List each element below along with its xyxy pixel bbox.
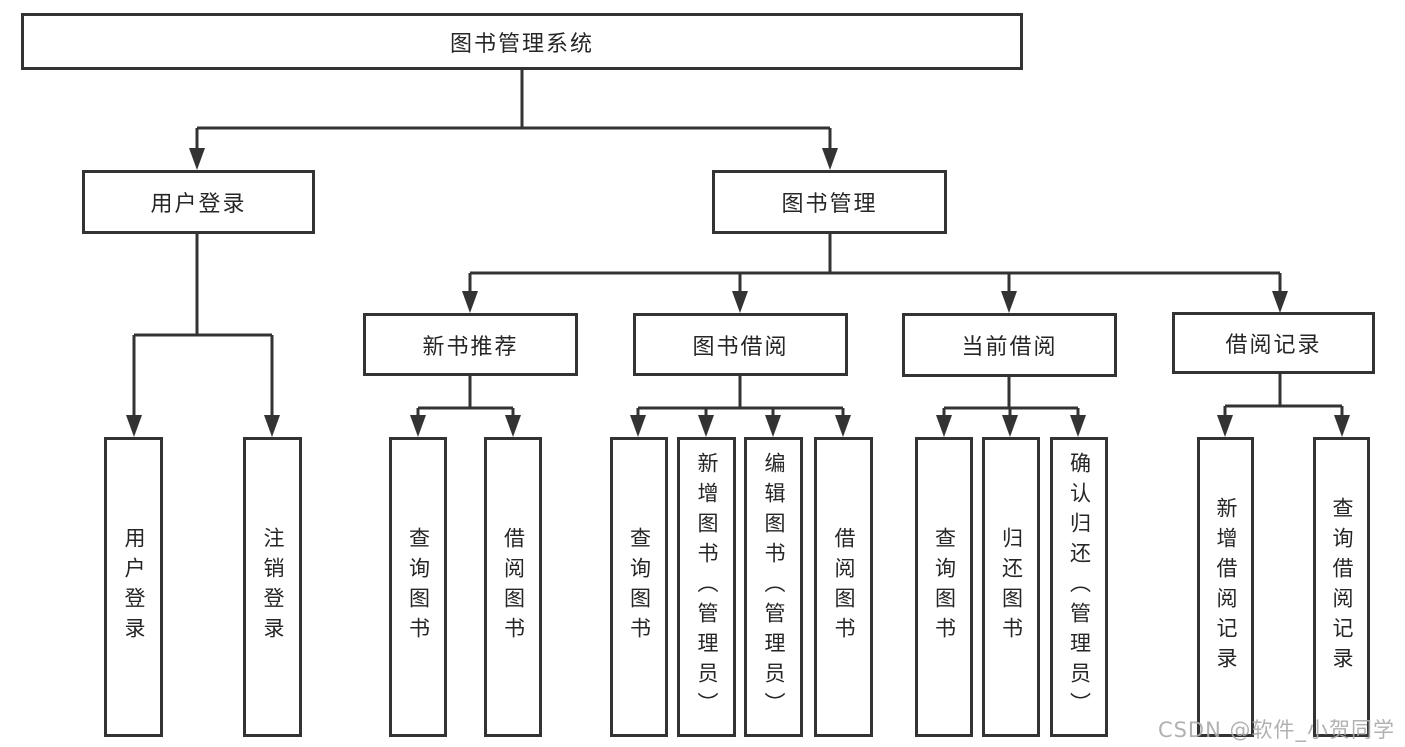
leaf-add-books-admin-label: 新增图书（管理员） — [695, 452, 719, 722]
leaf-query-books-current: 查询图书 — [915, 437, 973, 737]
node-root: 图书管理系统 — [21, 13, 1023, 70]
leaf-borrow-books-label: 借阅图书 — [832, 527, 856, 647]
leaf-query-books-current-label: 查询图书 — [932, 527, 957, 647]
leaf-return-books-label: 归还图书 — [999, 527, 1024, 647]
watermark: CSDN @软件_小贺同学 — [1157, 718, 1395, 742]
node-book-borrow: 图书借阅 — [633, 313, 848, 376]
leaf-borrow-books-recommend-label: 借阅图书 — [501, 527, 526, 647]
leaf-logout: 注销登录 — [243, 437, 302, 737]
node-current-borrow: 当前借阅 — [902, 313, 1117, 377]
leaf-edit-books-admin-label: 编辑图书（管理员） — [762, 452, 786, 722]
node-book-management: 图书管理 — [712, 170, 947, 234]
leaf-borrow-books-recommend: 借阅图书 — [484, 437, 542, 737]
node-borrow-records-label: 借阅记录 — [1225, 333, 1322, 358]
node-borrow-records: 借阅记录 — [1172, 312, 1375, 374]
leaf-edit-books-admin: 编辑图书（管理员） — [744, 437, 803, 737]
leaf-query-books-recommend: 查询图书 — [389, 437, 447, 737]
leaf-add-books-admin: 新增图书（管理员） — [677, 437, 736, 737]
node-current-borrow-label: 当前借阅 — [961, 335, 1058, 360]
node-book-borrow-label: 图书借阅 — [692, 334, 789, 360]
leaf-confirm-return-admin: 确认归还（管理员） — [1050, 437, 1108, 737]
leaf-query-books-borrow-label: 查询图书 — [627, 527, 652, 647]
leaf-return-books: 归还图书 — [982, 437, 1040, 737]
leaf-query-borrow-record: 查询借阅记录 — [1313, 437, 1370, 737]
leaf-confirm-return-admin-label: 确认归还（管理员） — [1067, 452, 1092, 722]
node-new-book-recommend: 新书推荐 — [363, 313, 578, 376]
leaf-query-books-borrow: 查询图书 — [610, 437, 668, 737]
leaf-query-books-recommend-label: 查询图书 — [406, 527, 431, 647]
leaf-add-borrow-record: 新增借阅记录 — [1197, 437, 1254, 737]
node-user-login-label: 用户登录 — [150, 192, 247, 217]
leaf-add-borrow-record-label: 新增借阅记录 — [1214, 497, 1238, 677]
node-book-management-label: 图书管理 — [781, 192, 878, 217]
leaf-user-login-label: 用户登录 — [122, 527, 146, 647]
leaf-user-login: 用户登录 — [104, 437, 163, 737]
leaf-logout-label: 注销登录 — [261, 527, 285, 647]
arrowheads — [126, 148, 1350, 437]
node-new-book-recommend-label: 新书推荐 — [422, 334, 519, 360]
leaf-borrow-books: 借阅图书 — [814, 437, 873, 737]
connector-paths — [132, 69, 1344, 419]
node-root-label: 图书管理系统 — [449, 31, 594, 57]
leaf-query-borrow-record-label: 查询借阅记录 — [1330, 497, 1354, 677]
node-user-login: 用户登录 — [82, 170, 315, 234]
